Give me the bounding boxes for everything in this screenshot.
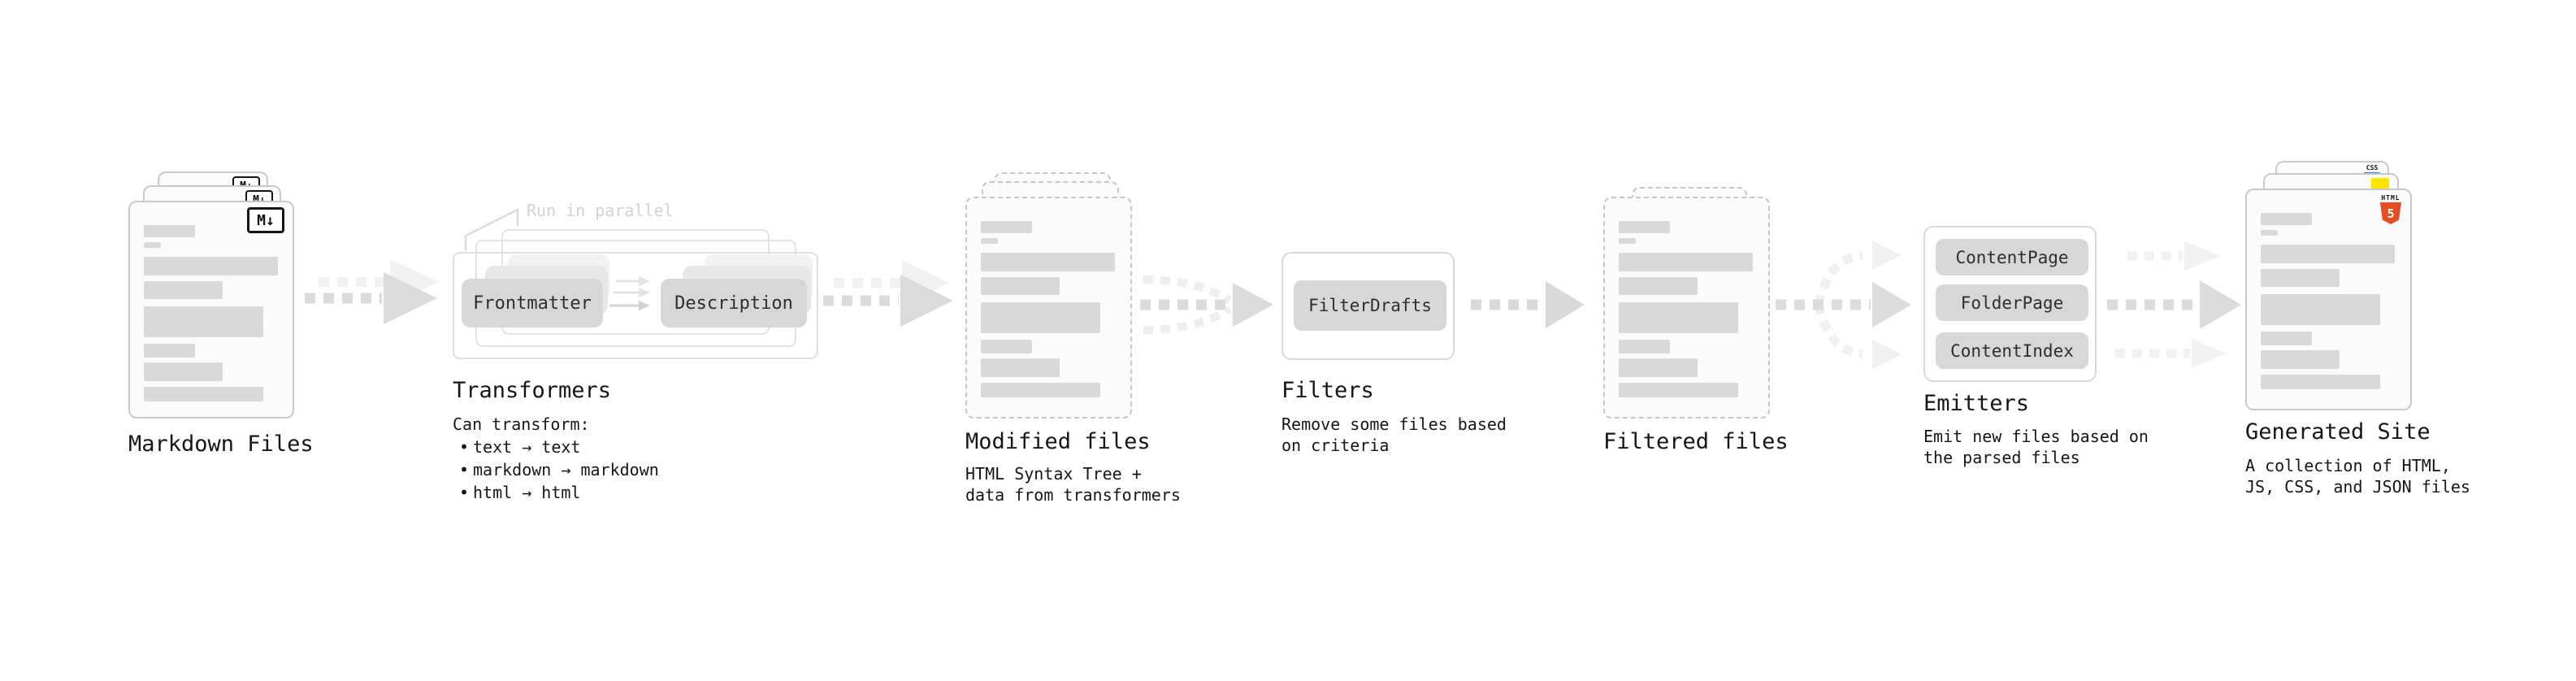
css-icon-label: CSS bbox=[2366, 164, 2379, 171]
generated-site-caption: A collection of HTML, JS, CSS, and JSON … bbox=[2245, 456, 2470, 497]
text-placeholder-bar bbox=[144, 306, 263, 337]
file-content-placeholder bbox=[967, 221, 1130, 397]
text-placeholder-bar bbox=[981, 238, 998, 244]
text-placeholder-bar bbox=[981, 221, 1032, 233]
filterdrafts-pill: FilterDrafts bbox=[1294, 280, 1446, 331]
folderpage-pill: FolderPage bbox=[1936, 284, 2088, 321]
text-placeholder-bar bbox=[1619, 221, 1670, 233]
text-placeholder-bar bbox=[1619, 277, 1698, 295]
text-placeholder-bar bbox=[981, 277, 1060, 295]
filtered-files-node bbox=[1603, 187, 1798, 447]
text-placeholder-bar bbox=[2261, 213, 2312, 225]
file-content-placeholder bbox=[130, 225, 293, 401]
file-content-placeholder bbox=[2247, 213, 2410, 389]
text-placeholder-bar bbox=[2261, 294, 2380, 325]
arrow-transformers-to-modified bbox=[823, 260, 953, 327]
markdown-files-label: Markdown Files bbox=[128, 432, 314, 457]
text-placeholder-bar bbox=[981, 383, 1100, 397]
emitters-label: Emitters bbox=[1923, 391, 2030, 416]
run-in-parallel-annotation: Run in parallel bbox=[527, 201, 674, 220]
html5-icon-digit: 5 bbox=[2387, 206, 2395, 221]
text-placeholder-bar bbox=[1619, 238, 1636, 244]
arrow-modified-to-filters bbox=[1140, 275, 1273, 334]
contentindex-pill: ContentIndex bbox=[1936, 332, 2088, 369]
file-content-placeholder bbox=[1605, 221, 1768, 397]
html5-icon-word: HTML bbox=[2381, 194, 2400, 202]
modified-files-label: Modified files bbox=[965, 429, 1151, 454]
text-placeholder-bar bbox=[144, 362, 223, 381]
bullet-text: text → text bbox=[473, 437, 581, 457]
html5-icon-shield: 5 bbox=[2380, 202, 2401, 224]
bullet-text: html → html bbox=[473, 483, 581, 502]
filtered-files-label: Filtered files bbox=[1603, 429, 1789, 454]
html5-icon: HTML 5 bbox=[2379, 194, 2402, 224]
bullet-item: • html → html bbox=[455, 481, 659, 504]
text-placeholder-bar bbox=[2261, 375, 2380, 389]
modified-file-card-front bbox=[965, 197, 1132, 419]
text-placeholder-bar bbox=[2261, 230, 2278, 236]
filters-box: FilterDrafts bbox=[1281, 252, 1455, 360]
bullet-item: • markdown → markdown bbox=[455, 458, 659, 481]
generated-site-label: Generated Site bbox=[2245, 419, 2431, 445]
emitters-box: ContentPage FolderPage ContentIndex bbox=[1923, 226, 2097, 382]
text-placeholder-bar bbox=[2261, 269, 2340, 287]
text-placeholder-bar bbox=[981, 340, 1032, 354]
text-placeholder-bar bbox=[1619, 253, 1753, 271]
filters-caption: Remove some files based on criteria bbox=[1281, 414, 1507, 455]
text-placeholder-bar bbox=[2261, 332, 2312, 345]
transformer-layer-front bbox=[453, 252, 818, 359]
bullet-text: markdown → markdown bbox=[473, 460, 659, 479]
generated-site-node: CSS HTML 5 bbox=[2245, 161, 2457, 429]
text-placeholder-bar bbox=[1619, 358, 1698, 377]
arrow-markdown-to-transformers bbox=[305, 259, 439, 324]
text-placeholder-bar bbox=[981, 358, 1060, 377]
text-placeholder-bar bbox=[981, 302, 1100, 333]
text-placeholder-bar bbox=[1619, 340, 1670, 354]
bullet-dot: • bbox=[458, 437, 470, 457]
text-placeholder-bar bbox=[144, 344, 195, 358]
text-placeholder-bar bbox=[1619, 383, 1738, 397]
text-placeholder-bar bbox=[981, 253, 1115, 271]
text-placeholder-bar bbox=[144, 242, 161, 248]
javascript-icon bbox=[2371, 178, 2389, 189]
filters-label: Filters bbox=[1281, 378, 1374, 403]
arrow-emitters-to-generated bbox=[2107, 241, 2241, 368]
markdown-icon: M↓ bbox=[247, 207, 284, 233]
transformers-label: Transformers bbox=[453, 378, 612, 403]
transformers-caption-title: Can transform: bbox=[453, 414, 590, 434]
filtered-file-card-front bbox=[1603, 197, 1770, 419]
text-placeholder-bar bbox=[144, 257, 278, 275]
parallel-transform-arrows bbox=[609, 276, 650, 310]
frontmatter-pill: Frontmatter bbox=[462, 279, 603, 327]
emitters-caption: Emit new files based on the parsed files bbox=[1923, 427, 2149, 467]
text-placeholder-bar bbox=[144, 387, 263, 401]
description-pill: Description bbox=[661, 279, 807, 327]
arrow-filtered-to-emitters bbox=[1776, 241, 1911, 369]
modified-files-caption: HTML Syntax Tree + data from transformer… bbox=[965, 464, 1181, 505]
transformers-bullet-list: • text → text • markdown → markdown • ht… bbox=[455, 436, 659, 504]
text-placeholder-bar bbox=[144, 281, 223, 299]
text-placeholder-bar bbox=[1619, 302, 1738, 333]
arrow-filters-to-filtered bbox=[1471, 281, 1585, 328]
markdown-files-node: M↓ M↓ M↓ bbox=[128, 161, 340, 429]
markdown-file-card-front: M↓ bbox=[128, 201, 294, 419]
bullet-item: • text → text bbox=[455, 436, 659, 458]
bullet-dot: • bbox=[458, 460, 470, 479]
annotation-leader-line bbox=[464, 207, 519, 250]
text-placeholder-bar bbox=[2261, 350, 2340, 369]
modified-files-node bbox=[965, 172, 1160, 432]
text-placeholder-bar bbox=[2261, 245, 2395, 263]
bullet-dot: • bbox=[458, 483, 470, 502]
contentpage-pill: ContentPage bbox=[1936, 239, 2088, 275]
text-placeholder-bar bbox=[144, 225, 195, 237]
html-file-card: HTML 5 bbox=[2245, 189, 2412, 410]
